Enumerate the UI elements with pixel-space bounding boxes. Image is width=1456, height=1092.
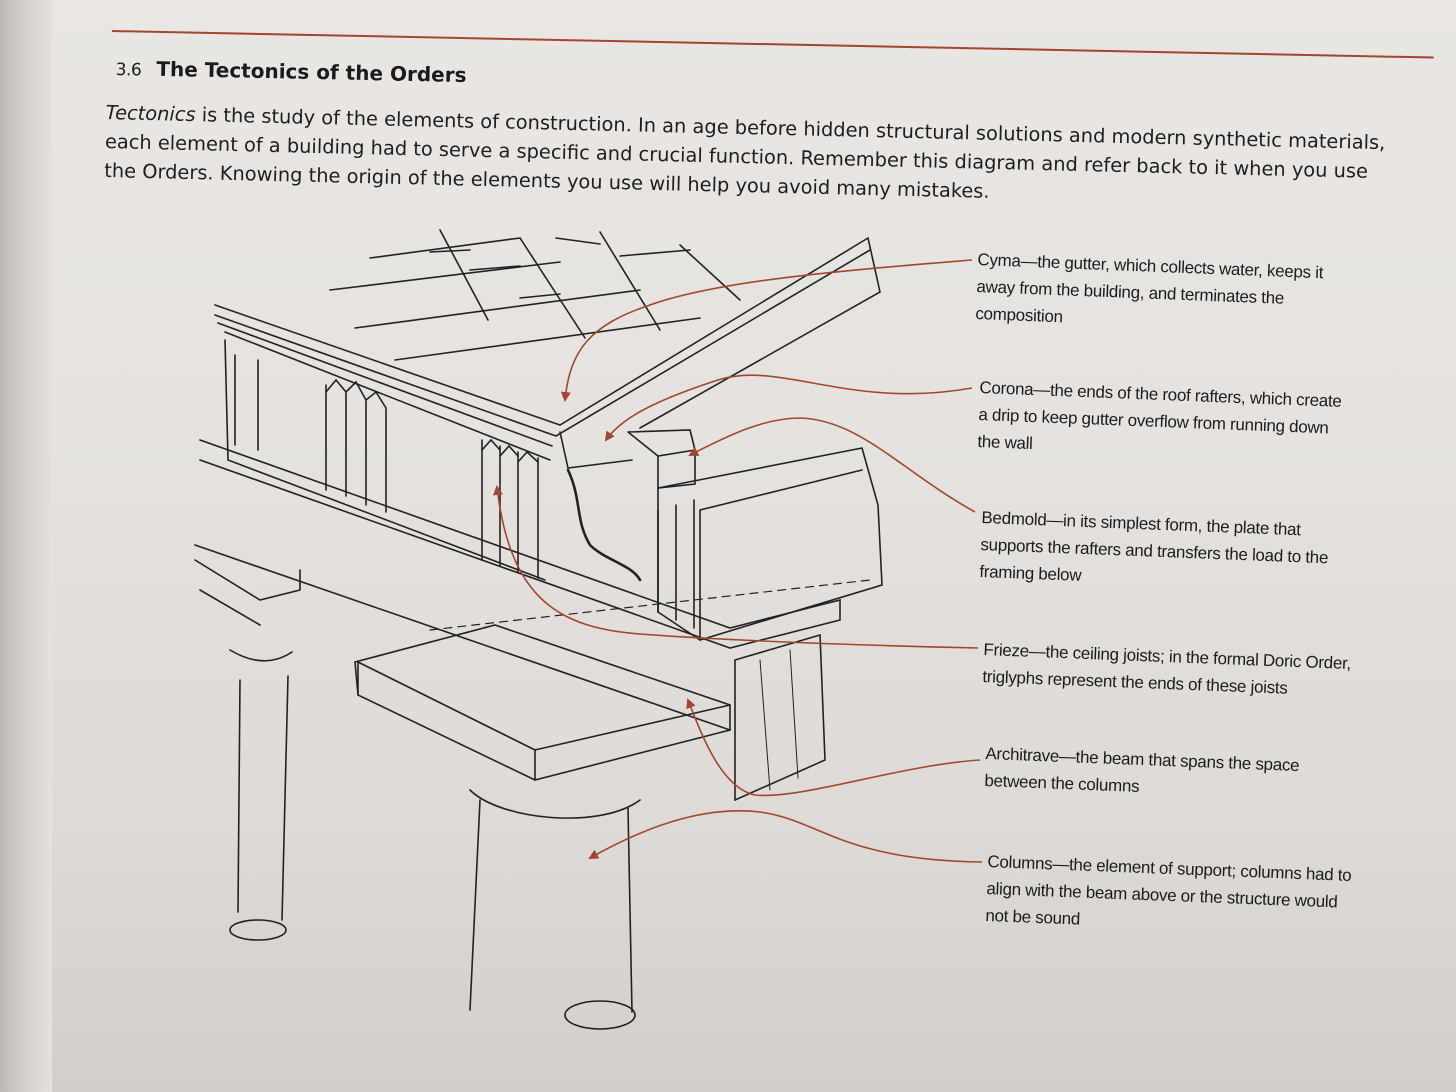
label-bedmold: Bedmold—in its simplest form, the plate … <box>979 504 1392 601</box>
leader-bedmold <box>688 417 976 513</box>
architrave-and-column-sketch <box>194 559 871 1030</box>
leader-architrave <box>686 698 981 797</box>
label-columns: Columns—the element of support; columns … <box>985 848 1398 945</box>
label-corona: Corona—the ends of the roof rafters, whi… <box>977 374 1400 471</box>
leader-corona <box>604 374 973 442</box>
leader-cyma <box>560 259 973 402</box>
callout-leaders <box>492 259 983 863</box>
roof-sketch <box>214 229 881 469</box>
leader-frieze <box>492 485 979 649</box>
page-gutter <box>0 0 52 1092</box>
entablature-sketch <box>194 331 883 731</box>
label-cyma: Cyma—the gutter, which collects water, k… <box>975 246 1398 343</box>
leader-columns <box>588 810 983 863</box>
